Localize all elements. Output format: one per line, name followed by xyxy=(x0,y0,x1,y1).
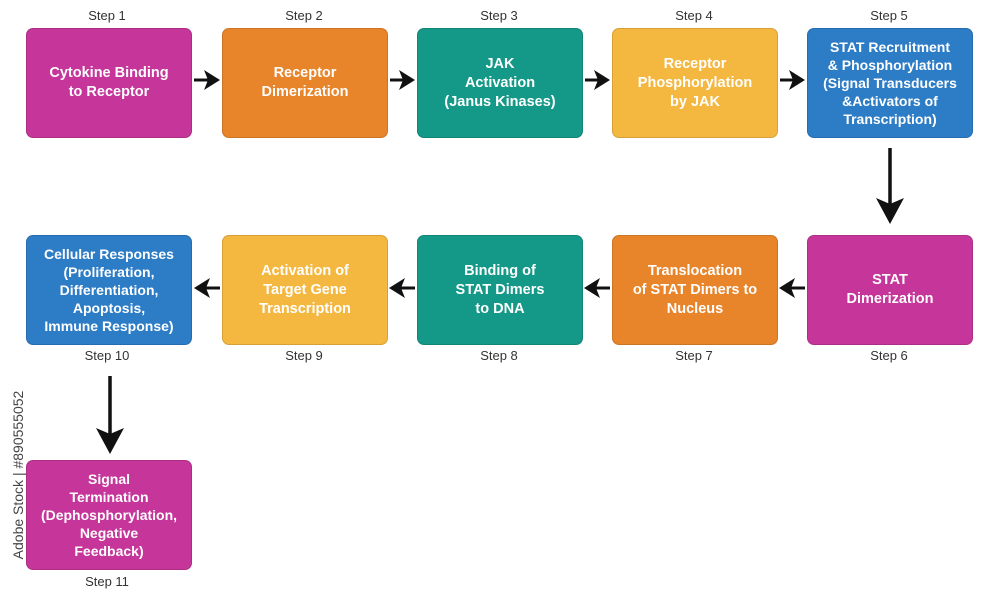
step-6-box: STAT Dimerization xyxy=(807,235,973,345)
arrow-10-to-11 xyxy=(96,376,124,454)
step-4-box: Receptor Phosphorylation by JAK xyxy=(612,28,778,138)
arrow-2-to-3 xyxy=(390,70,415,90)
step-5-box: STAT Recruitment & Phosphorylation (Sign… xyxy=(807,28,973,138)
step-10-label: Step 10 xyxy=(84,348,130,363)
step-4-label: Step 4 xyxy=(675,8,713,23)
arrow-9-to-10 xyxy=(194,278,220,298)
arrow-1-to-2 xyxy=(194,70,220,90)
step-7-box: Translocation of STAT Dimers to Nucleus xyxy=(612,235,778,345)
watermark-text: Adobe Stock | #890555052 xyxy=(10,390,26,560)
arrow-4-to-5 xyxy=(780,70,805,90)
step-8-box: Binding of STAT Dimers to DNA xyxy=(417,235,583,345)
step-11-label: Step 11 xyxy=(85,574,129,589)
step-7-label: Step 7 xyxy=(675,348,713,363)
arrow-5-to-6 xyxy=(876,148,904,224)
arrow-6-to-7 xyxy=(779,278,805,298)
step-3-box: JAK Activation (Janus Kinases) xyxy=(417,28,583,138)
step-3-label: Step 3 xyxy=(480,8,518,23)
step-2-label: Step 2 xyxy=(285,8,323,23)
arrow-3-to-4 xyxy=(585,70,610,90)
arrow-8-to-9 xyxy=(389,278,415,298)
step-6-label: Step 6 xyxy=(870,348,908,363)
arrow-7-to-8 xyxy=(584,278,610,298)
step-10-box: Cellular Responses (Proliferation, Diffe… xyxy=(26,235,192,345)
step-8-label: Step 8 xyxy=(480,348,518,363)
step-1-label: Step 1 xyxy=(88,8,126,23)
step-5-label: Step 5 xyxy=(870,8,908,23)
stock-watermark: Adobe Stock | #890555052 xyxy=(8,360,28,590)
step-9-label: Step 9 xyxy=(285,348,323,363)
step-1-box: Cytokine Binding to Receptor xyxy=(26,28,192,138)
step-11-box: Signal Termination (Dephosphorylation, N… xyxy=(26,460,192,570)
step-9-box: Activation of Target Gene Transcription xyxy=(222,235,388,345)
step-2-box: Receptor Dimerization xyxy=(222,28,388,138)
